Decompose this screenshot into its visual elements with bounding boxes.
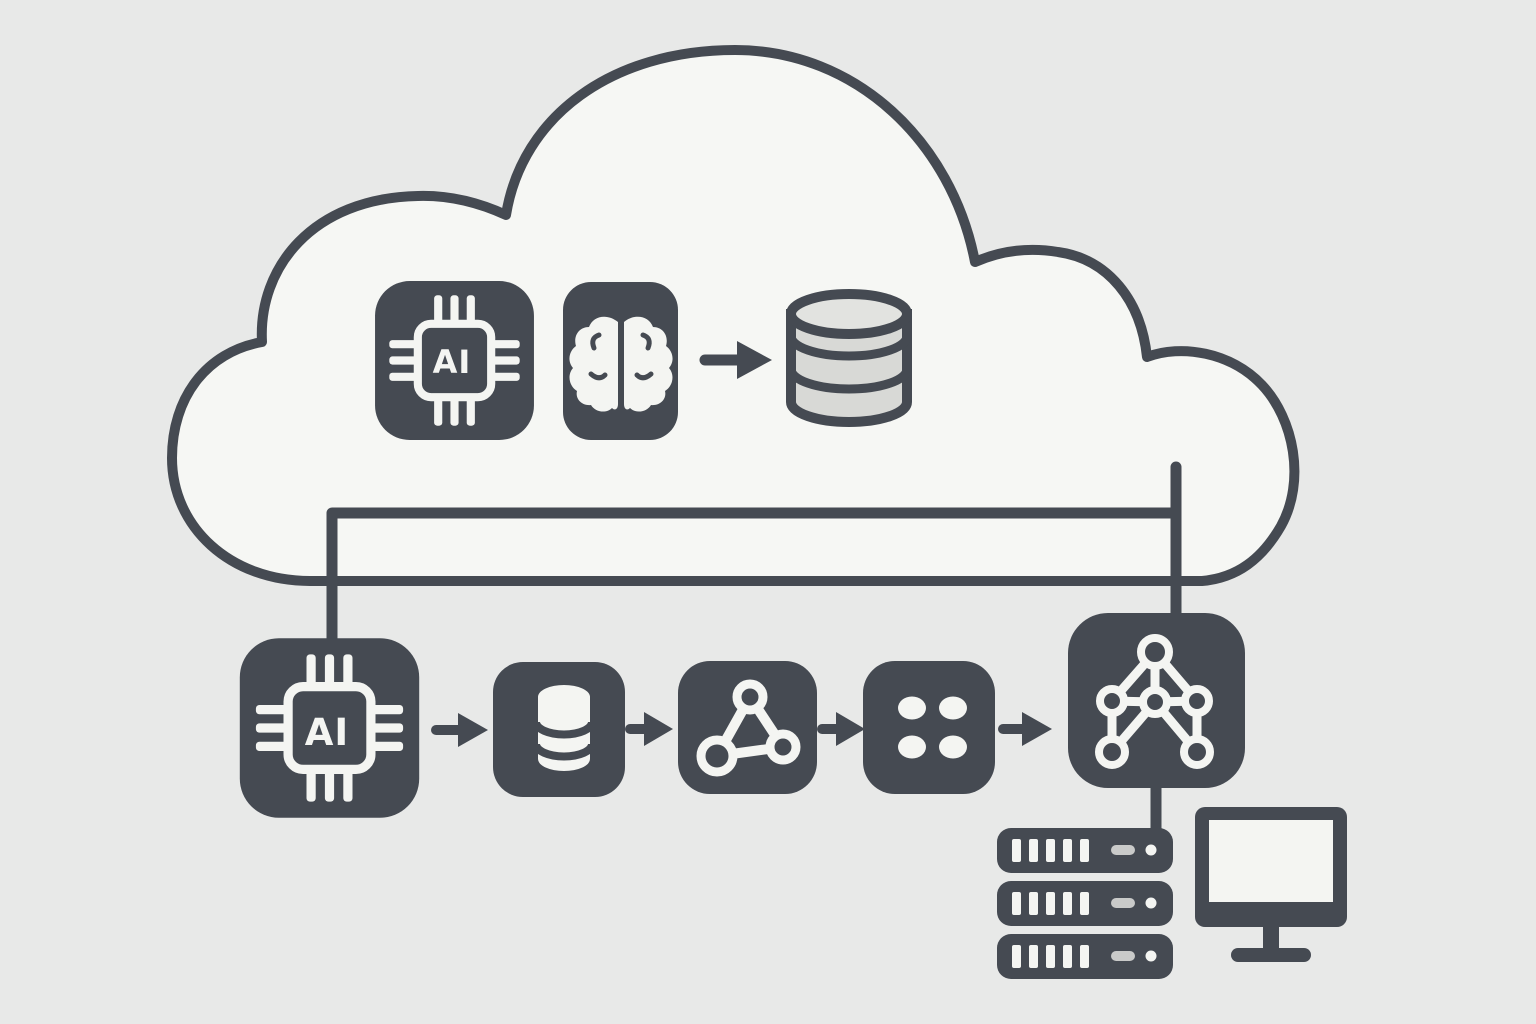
arrow-head	[458, 713, 488, 747]
database-glyph-divider	[532, 721, 596, 739]
monitor-base	[1231, 948, 1311, 962]
arrow-head	[737, 341, 772, 379]
pipeline-arrow-3	[817, 712, 865, 746]
database-cylinder-top	[786, 289, 912, 339]
grid-icon-box	[863, 661, 995, 794]
monitor-stand	[1263, 927, 1279, 951]
database-band-divider	[786, 368, 912, 394]
cloud-brain-icon	[563, 282, 678, 440]
network-node	[732, 679, 768, 715]
arrow-head	[836, 712, 865, 746]
server-led-dot	[1145, 897, 1157, 909]
server-led-dot	[1145, 844, 1157, 856]
server-led-pill	[1111, 845, 1135, 855]
pipeline-arrow-2	[625, 712, 673, 746]
cloud-ai-chip-label: AI	[433, 343, 472, 381]
database-cylinder-body	[786, 309, 912, 427]
nn-node	[1095, 735, 1129, 769]
nn-node	[1137, 634, 1173, 670]
grid-dot	[939, 735, 967, 759]
pipeline-grid-dots-icon	[863, 661, 995, 794]
database-band-divider	[786, 335, 912, 361]
pipeline-neural-network-icon	[1068, 613, 1245, 788]
arrow-head	[1022, 712, 1052, 746]
server-unit	[997, 828, 1173, 873]
server-rack	[997, 828, 1173, 979]
desktop-monitor-icon	[1195, 807, 1347, 962]
cloud-ai-chip-icon: AI	[375, 281, 534, 440]
grid-dot	[898, 696, 926, 720]
server-led-dot	[1145, 950, 1157, 962]
monitor-screen	[1209, 820, 1333, 902]
network-node	[696, 735, 738, 777]
nn-node	[1180, 735, 1214, 769]
nn-node	[1181, 685, 1213, 717]
cloud-to-edge-connectors	[326, 461, 1182, 839]
cloud-database-icon	[786, 289, 912, 427]
server-led-pill	[1111, 951, 1135, 961]
nn-node	[1096, 685, 1128, 717]
server-unit	[997, 934, 1173, 979]
pipeline-ai-chip-icon: AI	[240, 638, 419, 817]
nn-node	[1139, 686, 1171, 718]
grid-dot	[939, 696, 967, 720]
cloud-outline	[167, 45, 1300, 586]
pipeline-database-icon	[493, 662, 625, 797]
database-glyph-top	[538, 685, 590, 709]
bracket-connector-line	[326, 507, 1182, 646]
brain-folds	[588, 332, 654, 381]
pipeline-network-icon	[678, 661, 817, 794]
network-node	[765, 729, 801, 765]
database-glyph-divider	[532, 743, 596, 761]
server-led-pill	[1111, 898, 1135, 908]
pipeline-ai-chip-label: AI	[305, 711, 349, 754]
flow-arrow-brain-to-database	[699, 341, 772, 379]
arrow-head	[644, 712, 673, 746]
pipeline-arrow-4	[998, 712, 1052, 746]
pipeline-arrow-1	[431, 713, 488, 747]
grid-dot	[898, 735, 926, 759]
server-unit	[997, 881, 1173, 926]
